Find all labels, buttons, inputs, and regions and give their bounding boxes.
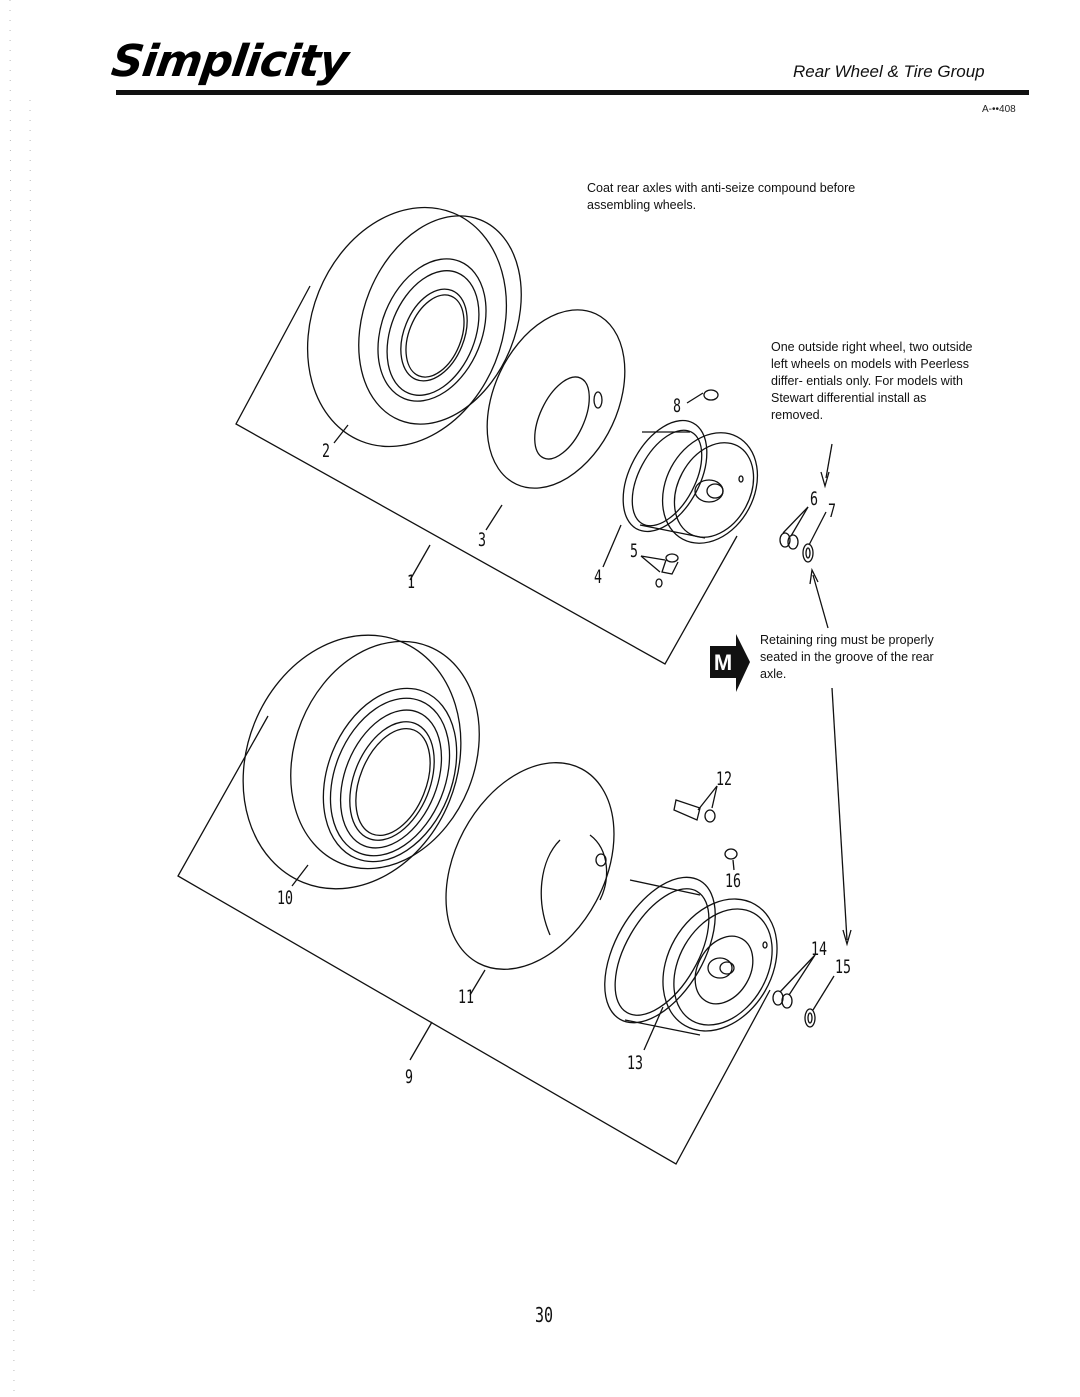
page-number: 30 (535, 1303, 554, 1327)
header-rule (116, 90, 1029, 95)
callout-10: 10 (277, 887, 294, 909)
margin-scan-marks (9, 0, 35, 1397)
note-wheel-placement: One outside right wheel, two outside lef… (771, 340, 973, 422)
callout-8: 8 (673, 395, 682, 417)
arrow-ring-note-to-part-7 (809, 567, 829, 629)
callout-15: 15 (835, 956, 852, 978)
arrow-note-to-part-6 (820, 443, 833, 489)
callout-11: 11 (458, 986, 475, 1008)
callout-6: 6 (810, 488, 819, 510)
section-title: Rear Wheel & Tire Group (793, 62, 985, 81)
callout-12: 12 (716, 768, 733, 790)
note-retaining-ring: Retaining ring must be properly seated i… (760, 633, 934, 681)
part-5-valve-stem (640, 553, 679, 588)
parts-6-7-washers (779, 506, 827, 563)
callout-13: 13 (627, 1052, 644, 1074)
part-12-valve (673, 785, 718, 823)
part-16-valve-cap (724, 848, 738, 871)
callout-1: 1 (407, 571, 416, 593)
upper-rim-4 (622, 419, 759, 544)
parts-14-15-washers (772, 954, 835, 1028)
lower-rim-13 (604, 876, 778, 1036)
upper-tube-3 (486, 309, 626, 489)
upper-tire-2 (306, 206, 522, 448)
callout-4: 4 (594, 566, 603, 588)
callout-5: 5 (630, 540, 639, 562)
callout-16: 16 (725, 870, 742, 892)
marker-letter: M (714, 650, 732, 675)
arrow-ring-note-to-part-14 (831, 687, 852, 947)
callout-7: 7 (828, 500, 837, 522)
note-anti-seize: Coat rear axles with anti-seize compound… (587, 181, 856, 212)
callout-9: 9 (405, 1066, 414, 1088)
m-marker-icon: M (710, 634, 750, 692)
callout-3: 3 (478, 529, 487, 551)
lower-tube-11 (445, 762, 615, 970)
lower-tire-10 (242, 634, 480, 890)
document-code: A-••408 (982, 104, 1016, 115)
part-8-valve-cap (686, 389, 719, 404)
callout-2: 2 (322, 440, 331, 462)
callout-14: 14 (811, 938, 828, 960)
